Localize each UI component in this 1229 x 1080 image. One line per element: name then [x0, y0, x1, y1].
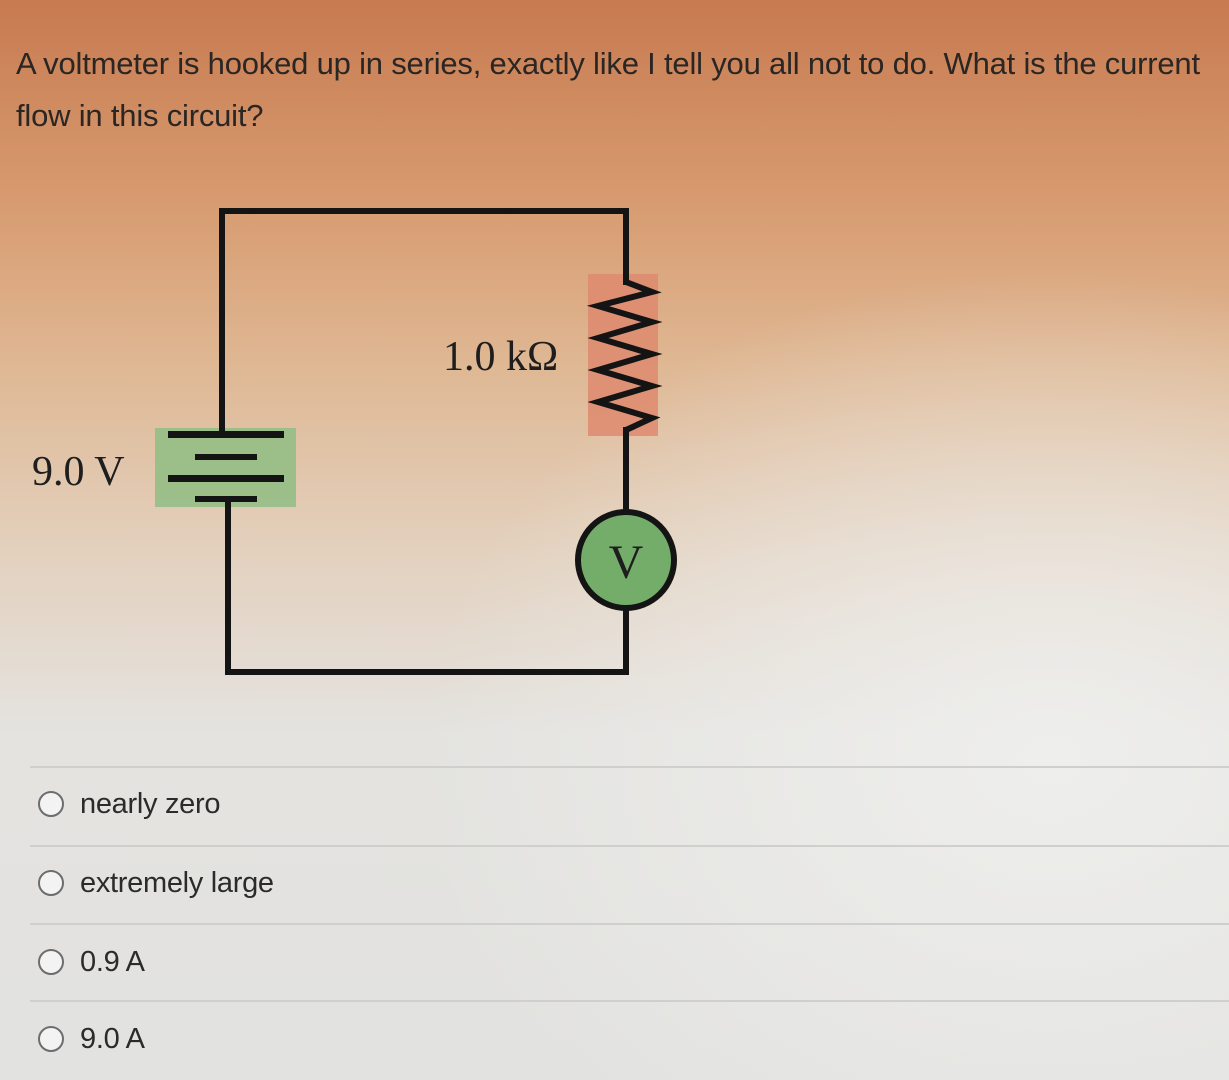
radio-button-icon[interactable] — [38, 949, 64, 975]
option-extremely-large[interactable]: extremely large — [38, 858, 274, 908]
resistor-symbol — [586, 279, 663, 433]
circuit-wires — [219, 208, 629, 675]
option-divider — [30, 923, 1229, 925]
option-label: 9.0 A — [80, 1022, 145, 1055]
option-label: 0.9 A — [80, 945, 145, 978]
option-nearly-zero[interactable]: nearly zero — [38, 779, 220, 829]
question-text: A voltmeter is hooked up in series, exac… — [16, 46, 1200, 133]
resistance-label: 1.0 kΩ — [443, 334, 558, 380]
battery-voltage-label: 9.0 V — [32, 449, 125, 495]
option-label: extremely large — [80, 866, 274, 899]
radio-button-icon[interactable] — [38, 870, 64, 896]
option-divider — [30, 1000, 1229, 1002]
battery-highlight — [155, 428, 296, 507]
radio-button-icon[interactable] — [38, 1026, 64, 1052]
voltmeter-label: V — [609, 536, 644, 589]
option-0-9-a[interactable]: 0.9 A — [38, 937, 145, 987]
battery-symbol — [168, 431, 284, 502]
radio-button-icon[interactable] — [38, 791, 64, 817]
option-label: nearly zero — [80, 787, 221, 820]
voltmeter-symbol — [575, 509, 677, 611]
option-divider — [30, 845, 1229, 847]
option-9-0-a[interactable]: 9.0 A — [38, 1014, 145, 1064]
option-divider — [30, 766, 1229, 768]
circuit-diagram: V 9.0 V 1.0 kΩ — [32, 208, 677, 675]
